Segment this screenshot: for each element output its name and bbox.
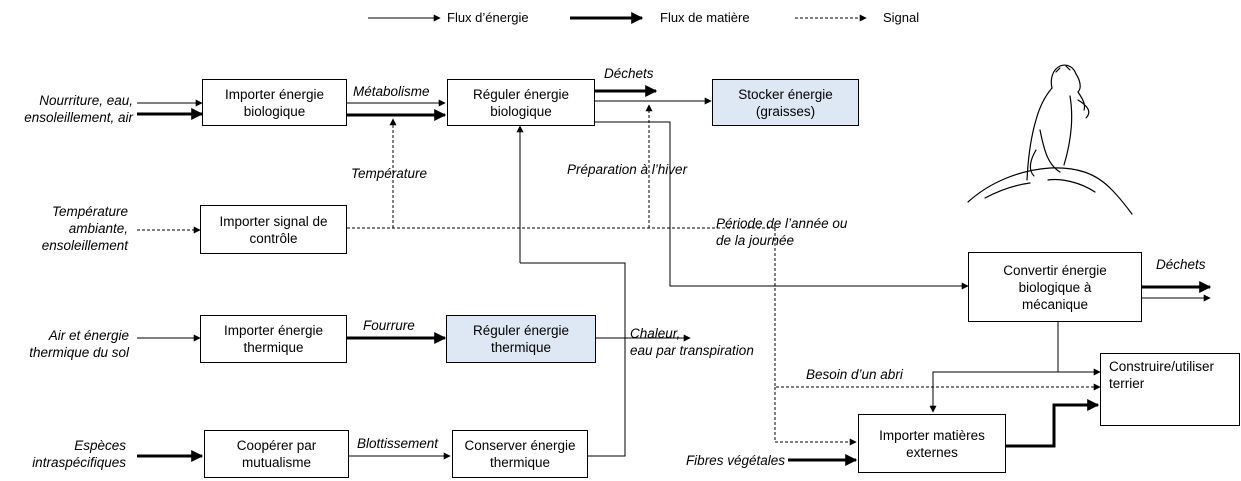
- box-import-thermal: Importer énergie thermique: [200, 315, 347, 363]
- box-convert-energy: Convertir énergie biologique à mécanique: [968, 252, 1142, 322]
- legend-signal-label: Signal: [883, 10, 920, 25]
- marmot-illustration: [967, 64, 1133, 215]
- input-temperature: Température ambiante, ensoleillement: [41, 204, 128, 253]
- legend-matter-label: Flux de matière: [660, 10, 750, 25]
- box-burrow: Construire/utiliser terrier: [1100, 353, 1240, 426]
- arrow-external-burrow: [1006, 399, 1100, 448]
- label-period: Période de l’année ou de la journée: [716, 216, 848, 248]
- input-air: Air et énergie thermique du sol: [29, 328, 129, 360]
- box-regulate-thermal: Réguler énergie thermique: [446, 315, 596, 363]
- label-metabolism: Métabolisme: [353, 84, 430, 99]
- label-winter-prep: Préparation à l’hiver: [567, 162, 688, 177]
- label-waste-2: Déchets: [1156, 257, 1206, 272]
- label-heat: Chaleur, eau par transpiration: [630, 326, 754, 358]
- box-conserve-thermal: Conserver énergie thermique: [452, 430, 588, 478]
- box-burrow-label: Construire/utiliser terrier: [1109, 359, 1215, 391]
- legend-energy-label: Flux d’énergie: [447, 10, 529, 25]
- label-huddle: Blottissement: [357, 436, 439, 451]
- arrow-to-convert: [595, 121, 969, 290]
- label-fur: Fourrure: [363, 318, 415, 333]
- box-import-external: Importer matières externes: [858, 414, 1006, 473]
- box-cooperate: Coopérer par mutualisme: [204, 430, 349, 478]
- box-import-bio-energy: Importer énergie biologique: [202, 79, 347, 126]
- thermal-feedback-link: [520, 262, 626, 457]
- box-store-energy: Stocker énergie (graisses): [712, 79, 859, 126]
- label-waste-1: Déchets: [604, 66, 654, 81]
- input-species: Espèces intraspécifiques: [32, 438, 126, 470]
- label-shelter: Besoin d’un abri: [806, 367, 903, 382]
- signal-to-burrow: [774, 228, 1101, 391]
- box-regulate-bio-energy: Réguler énergie biologique: [447, 79, 595, 126]
- input-fibres: Fibres végétales: [685, 453, 785, 468]
- box-import-signal: Importer signal de contrôle: [200, 205, 347, 254]
- label-temperature: Température: [351, 166, 428, 181]
- arrow-convert-down: [929, 322, 1059, 413]
- input-food: Nourriture, eau, ensoleillement, air: [24, 93, 133, 125]
- signal-to-import-external: [774, 387, 857, 446]
